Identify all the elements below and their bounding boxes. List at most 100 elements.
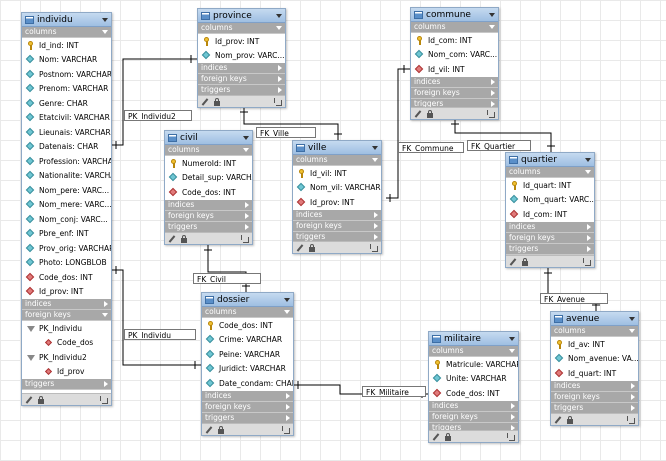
- section-columns[interactable]: columns: [198, 23, 285, 34]
- table-header[interactable]: ville: [293, 141, 381, 155]
- section-indices[interactable]: indices: [429, 400, 518, 412]
- section-columns[interactable]: columns: [506, 167, 594, 178]
- column-row[interactable]: Etatcivil: VARCHAR: [22, 111, 111, 126]
- relationship-label[interactable]: FK_Militaire: [362, 386, 426, 397]
- column-row[interactable]: Nom_quart: VARC...: [506, 193, 594, 208]
- chevron-down-icon[interactable]: [629, 316, 635, 321]
- column-row[interactable]: Id_prov: INT: [22, 285, 111, 300]
- resize-icon[interactable]: [507, 432, 515, 441]
- pencil-icon[interactable]: [25, 396, 33, 404]
- column-row[interactable]: Id_quart: INT: [506, 178, 594, 193]
- column-row[interactable]: Nom_conj: VARC...: [22, 212, 111, 227]
- column-row[interactable]: Id_ind: INT: [22, 38, 111, 53]
- pencil-icon[interactable]: [432, 433, 440, 441]
- pencil-icon[interactable]: [554, 416, 562, 424]
- column-row[interactable]: Nom_avenue: VA...: [551, 352, 638, 367]
- resize-icon[interactable]: [282, 425, 290, 434]
- column-row[interactable]: Id_quart: INT: [551, 366, 638, 381]
- column-row[interactable]: Datenais: CHAR: [22, 140, 111, 155]
- lock-icon[interactable]: [308, 243, 316, 252]
- lock-icon[interactable]: [444, 432, 452, 441]
- relationship-label[interactable]: FK_Ville: [256, 127, 316, 138]
- column-row[interactable]: Postnom: VARCHAR: [22, 67, 111, 82]
- relationship-label[interactable]: PK_Individu: [124, 329, 196, 340]
- section-foreign-keys[interactable]: foreign keys: [165, 210, 252, 222]
- relationship-label[interactable]: FK_Quartier: [467, 140, 531, 151]
- relationship-label[interactable]: PK_Individu2: [124, 110, 192, 121]
- table-militaire[interactable]: militaire columns Matricule: VARCHAR Uni…: [428, 331, 519, 443]
- section-indices[interactable]: indices: [411, 76, 498, 88]
- column-row[interactable]: Lieunais: VARCHAR: [22, 125, 111, 140]
- column-row[interactable]: Code_dos: INT: [165, 185, 252, 200]
- resize-icon[interactable]: [487, 109, 495, 118]
- column-row[interactable]: Id_av: INT: [551, 337, 638, 352]
- lock-icon[interactable]: [180, 234, 188, 243]
- column-row[interactable]: Matricule: VARCHAR: [429, 357, 518, 372]
- lock-icon[interactable]: [426, 109, 434, 118]
- column-row[interactable]: Photo: LONGBLOB: [22, 256, 111, 271]
- section-foreign-keys[interactable]: foreign keys: [411, 87, 498, 99]
- table-civil[interactable]: civil columns NumeroId: INT Detail_sup: …: [164, 130, 253, 245]
- foreign-key-column[interactable]: Code_dos: [22, 336, 111, 351]
- pencil-icon[interactable]: [509, 258, 517, 266]
- lock-icon[interactable]: [217, 425, 225, 434]
- column-row[interactable]: Nom_mere: VARC...: [22, 198, 111, 213]
- section-columns[interactable]: columns: [551, 326, 638, 337]
- section-columns[interactable]: columns: [165, 145, 252, 156]
- column-row[interactable]: Nom: VARCHAR: [22, 53, 111, 68]
- column-row[interactable]: Id_vil: INT: [411, 62, 498, 77]
- column-row[interactable]: Pbre_enf: INT: [22, 227, 111, 242]
- chevron-down-icon[interactable]: [243, 135, 249, 140]
- table-header[interactable]: individu: [22, 13, 111, 27]
- section-foreign-keys[interactable]: foreign keys: [506, 232, 594, 244]
- section-indices[interactable]: indices: [198, 63, 285, 74]
- foreign-key-column[interactable]: Id_prov: [22, 365, 111, 380]
- chevron-down-icon[interactable]: [509, 336, 515, 341]
- pencil-icon[interactable]: [296, 244, 304, 252]
- table-commune[interactable]: commune columns Id_com: INT Nom_com: VAR…: [410, 7, 499, 120]
- resize-icon[interactable]: [274, 97, 282, 106]
- column-row[interactable]: Id_com: INT: [411, 33, 498, 48]
- column-row[interactable]: Nom_com: VARC...: [411, 48, 498, 63]
- section-indices[interactable]: indices: [22, 299, 111, 310]
- column-row[interactable]: Prenom: VARCHAR: [22, 82, 111, 97]
- pencil-icon[interactable]: [168, 235, 176, 243]
- lock-icon[interactable]: [213, 97, 221, 106]
- chevron-down-icon[interactable]: [489, 12, 495, 17]
- resize-icon[interactable]: [627, 415, 635, 424]
- column-row[interactable]: Peine: VARCHAR: [202, 347, 293, 362]
- resize-icon[interactable]: [241, 234, 249, 243]
- pencil-icon[interactable]: [201, 98, 209, 106]
- foreign-key-row[interactable]: PK_Individu2: [22, 350, 111, 365]
- section-columns[interactable]: columns: [411, 22, 498, 33]
- relationship-label[interactable]: FK_Avenue: [540, 293, 608, 304]
- table-dossier[interactable]: dossier columns Code_dos: INT Crime: VAR…: [201, 292, 294, 436]
- column-row[interactable]: Code_dos: INT: [429, 386, 518, 401]
- column-row[interactable]: Id_prov: INT: [198, 34, 285, 49]
- lock-icon[interactable]: [521, 257, 529, 266]
- table-header[interactable]: province: [198, 9, 285, 23]
- column-row[interactable]: Nom_vil: VARCHAR: [293, 181, 381, 196]
- section-foreign-keys[interactable]: foreign keys: [198, 74, 285, 85]
- section-foreign-keys[interactable]: foreign keys: [429, 411, 518, 423]
- relationship-label[interactable]: FK_Civil: [193, 273, 261, 284]
- resize-icon[interactable]: [100, 395, 108, 404]
- section-foreign-keys[interactable]: foreign keys: [22, 310, 111, 321]
- section-columns[interactable]: columns: [22, 27, 111, 38]
- column-row[interactable]: Date_condam: CHAR: [202, 376, 293, 391]
- pencil-icon[interactable]: [205, 426, 213, 434]
- column-row[interactable]: Id_prov: INT: [293, 195, 381, 210]
- column-row[interactable]: Nationalite: VARCHAR: [22, 169, 111, 184]
- section-indices[interactable]: indices: [551, 380, 638, 392]
- lock-icon[interactable]: [37, 395, 45, 404]
- section-indices[interactable]: indices: [506, 221, 594, 233]
- lock-icon[interactable]: [566, 415, 574, 424]
- chevron-down-icon[interactable]: [372, 145, 378, 150]
- table-header[interactable]: militaire: [429, 332, 518, 346]
- section-triggers[interactable]: triggers: [506, 243, 594, 255]
- column-row[interactable]: Nom_prov: VARC...: [198, 49, 285, 64]
- table-ville[interactable]: ville columns Id_vil: INT Nom_vil: VARCH…: [292, 140, 382, 254]
- relationship-label[interactable]: FK_Commune: [398, 142, 464, 153]
- chevron-down-icon[interactable]: [276, 13, 282, 18]
- column-row[interactable]: Code_dos: INT: [202, 318, 293, 333]
